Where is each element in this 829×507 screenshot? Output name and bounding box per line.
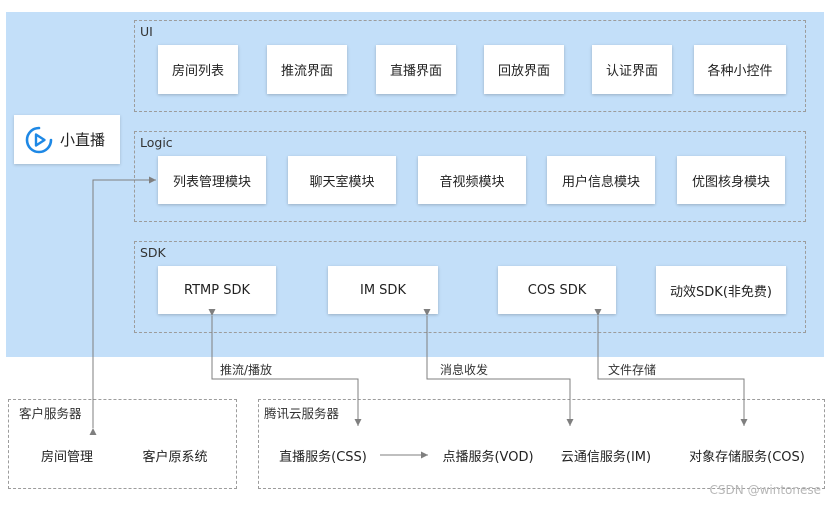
rtmp-to-css-connector	[208, 309, 362, 426]
ui-playback-screen: 回放界面	[484, 45, 564, 94]
ui-widgets: 各种小控件	[694, 45, 786, 94]
ui-live-screen: 直播界面	[376, 45, 456, 94]
customer-server-label: 客户服务器	[19, 406, 82, 421]
customer-original-system: 客户原系统	[126, 428, 224, 482]
logic-user-info: 用户信息模块	[547, 156, 655, 204]
ui-layer	[134, 20, 806, 112]
ui-room-list: 房间列表	[158, 45, 238, 94]
logic-face-verification: 优图核身模块	[677, 156, 785, 204]
cos-to-cos-connector	[594, 309, 748, 426]
logic-chatroom: 聊天室模块	[288, 156, 396, 204]
play-logo-icon	[24, 125, 54, 155]
ui-auth-screen: 认证界面	[592, 45, 672, 94]
room-management: 房间管理	[18, 428, 116, 482]
app-logo: 小直播	[14, 115, 120, 164]
edge-label-push-play: 推流/播放	[220, 363, 273, 377]
app-name: 小直播	[60, 131, 106, 149]
cos-service: 对象存储服务(COS)	[675, 428, 819, 482]
sdk-effects: 动效SDK(非免费)	[656, 266, 786, 314]
live-service-css: 直播服务(CSS)	[268, 428, 378, 482]
sdk-im: IM SDK	[328, 266, 438, 314]
sdk-rtmp: RTMP SDK	[158, 266, 276, 314]
logic-layer-label: Logic	[140, 135, 173, 150]
sdk-cos: COS SDK	[498, 266, 616, 314]
ui-push-screen: 推流界面	[267, 45, 347, 94]
ui-layer-label: UI	[140, 24, 153, 39]
edge-label-messaging: 消息收发	[440, 363, 489, 377]
logic-list-management: 列表管理模块	[158, 156, 266, 204]
edge-label-file-storage: 文件存储	[608, 363, 657, 377]
logic-audio-video: 音视频模块	[418, 156, 526, 204]
vod-service: 点播服务(VOD)	[431, 428, 545, 482]
list-to-room-connector	[89, 176, 156, 435]
watermark: CSDN @wintonese	[709, 483, 821, 497]
im-service: 云通信服务(IM)	[551, 428, 661, 482]
im-to-im-connector	[423, 309, 574, 426]
